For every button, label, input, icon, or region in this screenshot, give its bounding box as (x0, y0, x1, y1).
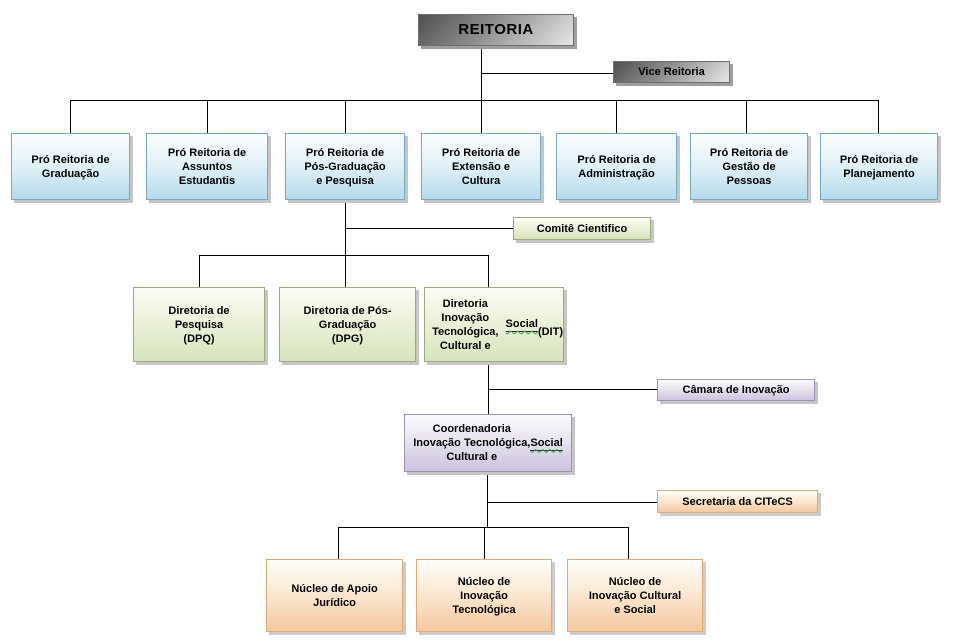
node-diretoria-pos-graduacao-dpg: Diretoria de Pós- Graduação (DPG) (279, 287, 416, 362)
connector-drop-planejamento (878, 100, 879, 133)
node-pro-reitoria-pos-graduacao-pesquisa: Pró Reitoria de Pós-Graduação e Pesquisa (285, 133, 405, 200)
connector-comite-branch (345, 228, 513, 229)
node-coordenadoria-citecs: Coordenadoria Inovação Tecnológica, Cult… (404, 414, 572, 472)
connector-dit-spine (488, 362, 489, 414)
connector-drop-nucleo-cultural (628, 527, 629, 559)
connector-drop-dpq (199, 255, 200, 287)
connector-drop-nucleo-juridico (338, 527, 339, 559)
node-nucleo-inovacao-cultural-social: Núcleo de Inovação Cultural e Social (567, 559, 703, 632)
connector-diretoria-bus (199, 255, 489, 256)
connector-drop-extensao (481, 100, 482, 133)
node-comite-cientifico: Comitê Cientifico (513, 217, 651, 240)
node-vice-reitoria: Vice Reitoria (613, 61, 730, 83)
node-nucleo-apoio-juridico: Núcleo de Apoio Jurídico (266, 559, 403, 632)
connector-drop-gestao (746, 100, 747, 133)
node-pro-reitoria-gestao-pessoas: Pró Reitoria de Gestão de Pessoas (690, 133, 808, 200)
connector-drop-graduacao (70, 100, 71, 133)
node-secretaria-citecs: Secretaria da CITeCS (657, 490, 818, 513)
node-pro-reitoria-administracao: Pró Reitoria de Administração (556, 133, 677, 200)
connector-drop-nucleo-tecnologica (484, 527, 485, 559)
node-pro-reitoria-graduacao: Pró Reitoria de Graduação (11, 133, 130, 200)
connector-camara-branch (488, 389, 657, 390)
connector-drop-dit (488, 255, 489, 287)
connector-drop-dpg (345, 255, 346, 287)
node-pro-reitoria-assuntos-estudantis: Pró Reitoria de Assuntos Estudantis (146, 133, 268, 200)
connector-coordenadoria-spine (487, 472, 488, 527)
node-nucleo-inovacao-tecnologica: Núcleo de Inovação Tecnológica (416, 559, 552, 632)
connector-posgrad-spine (345, 200, 346, 255)
connector-pro-reitoria-bus (70, 100, 879, 101)
connector-drop-assuntos (207, 100, 208, 133)
node-pro-reitoria-extensao-cultura: Pró Reitoria de Extensão e Cultura (421, 133, 541, 200)
node-diretoria-pesquisa-dpq: Diretoria de Pesquisa (DPQ) (133, 287, 265, 362)
node-reitoria: REITORIA (418, 14, 574, 46)
node-diretoria-inovacao-dit: Diretoria Inovação Tecnológica, Cultural… (424, 287, 564, 362)
node-camara-inovacao: Câmara de Inovação (657, 379, 815, 401)
connector-drop-posgraduacao (345, 100, 346, 133)
connector-nucleo-bus (338, 527, 629, 528)
connector-vice-branch (481, 73, 613, 74)
node-pro-reitoria-planejamento: Pró Reitoria de Planejamento (820, 133, 938, 200)
connector-drop-administracao (616, 100, 617, 133)
connector-secretaria-branch (487, 502, 657, 503)
